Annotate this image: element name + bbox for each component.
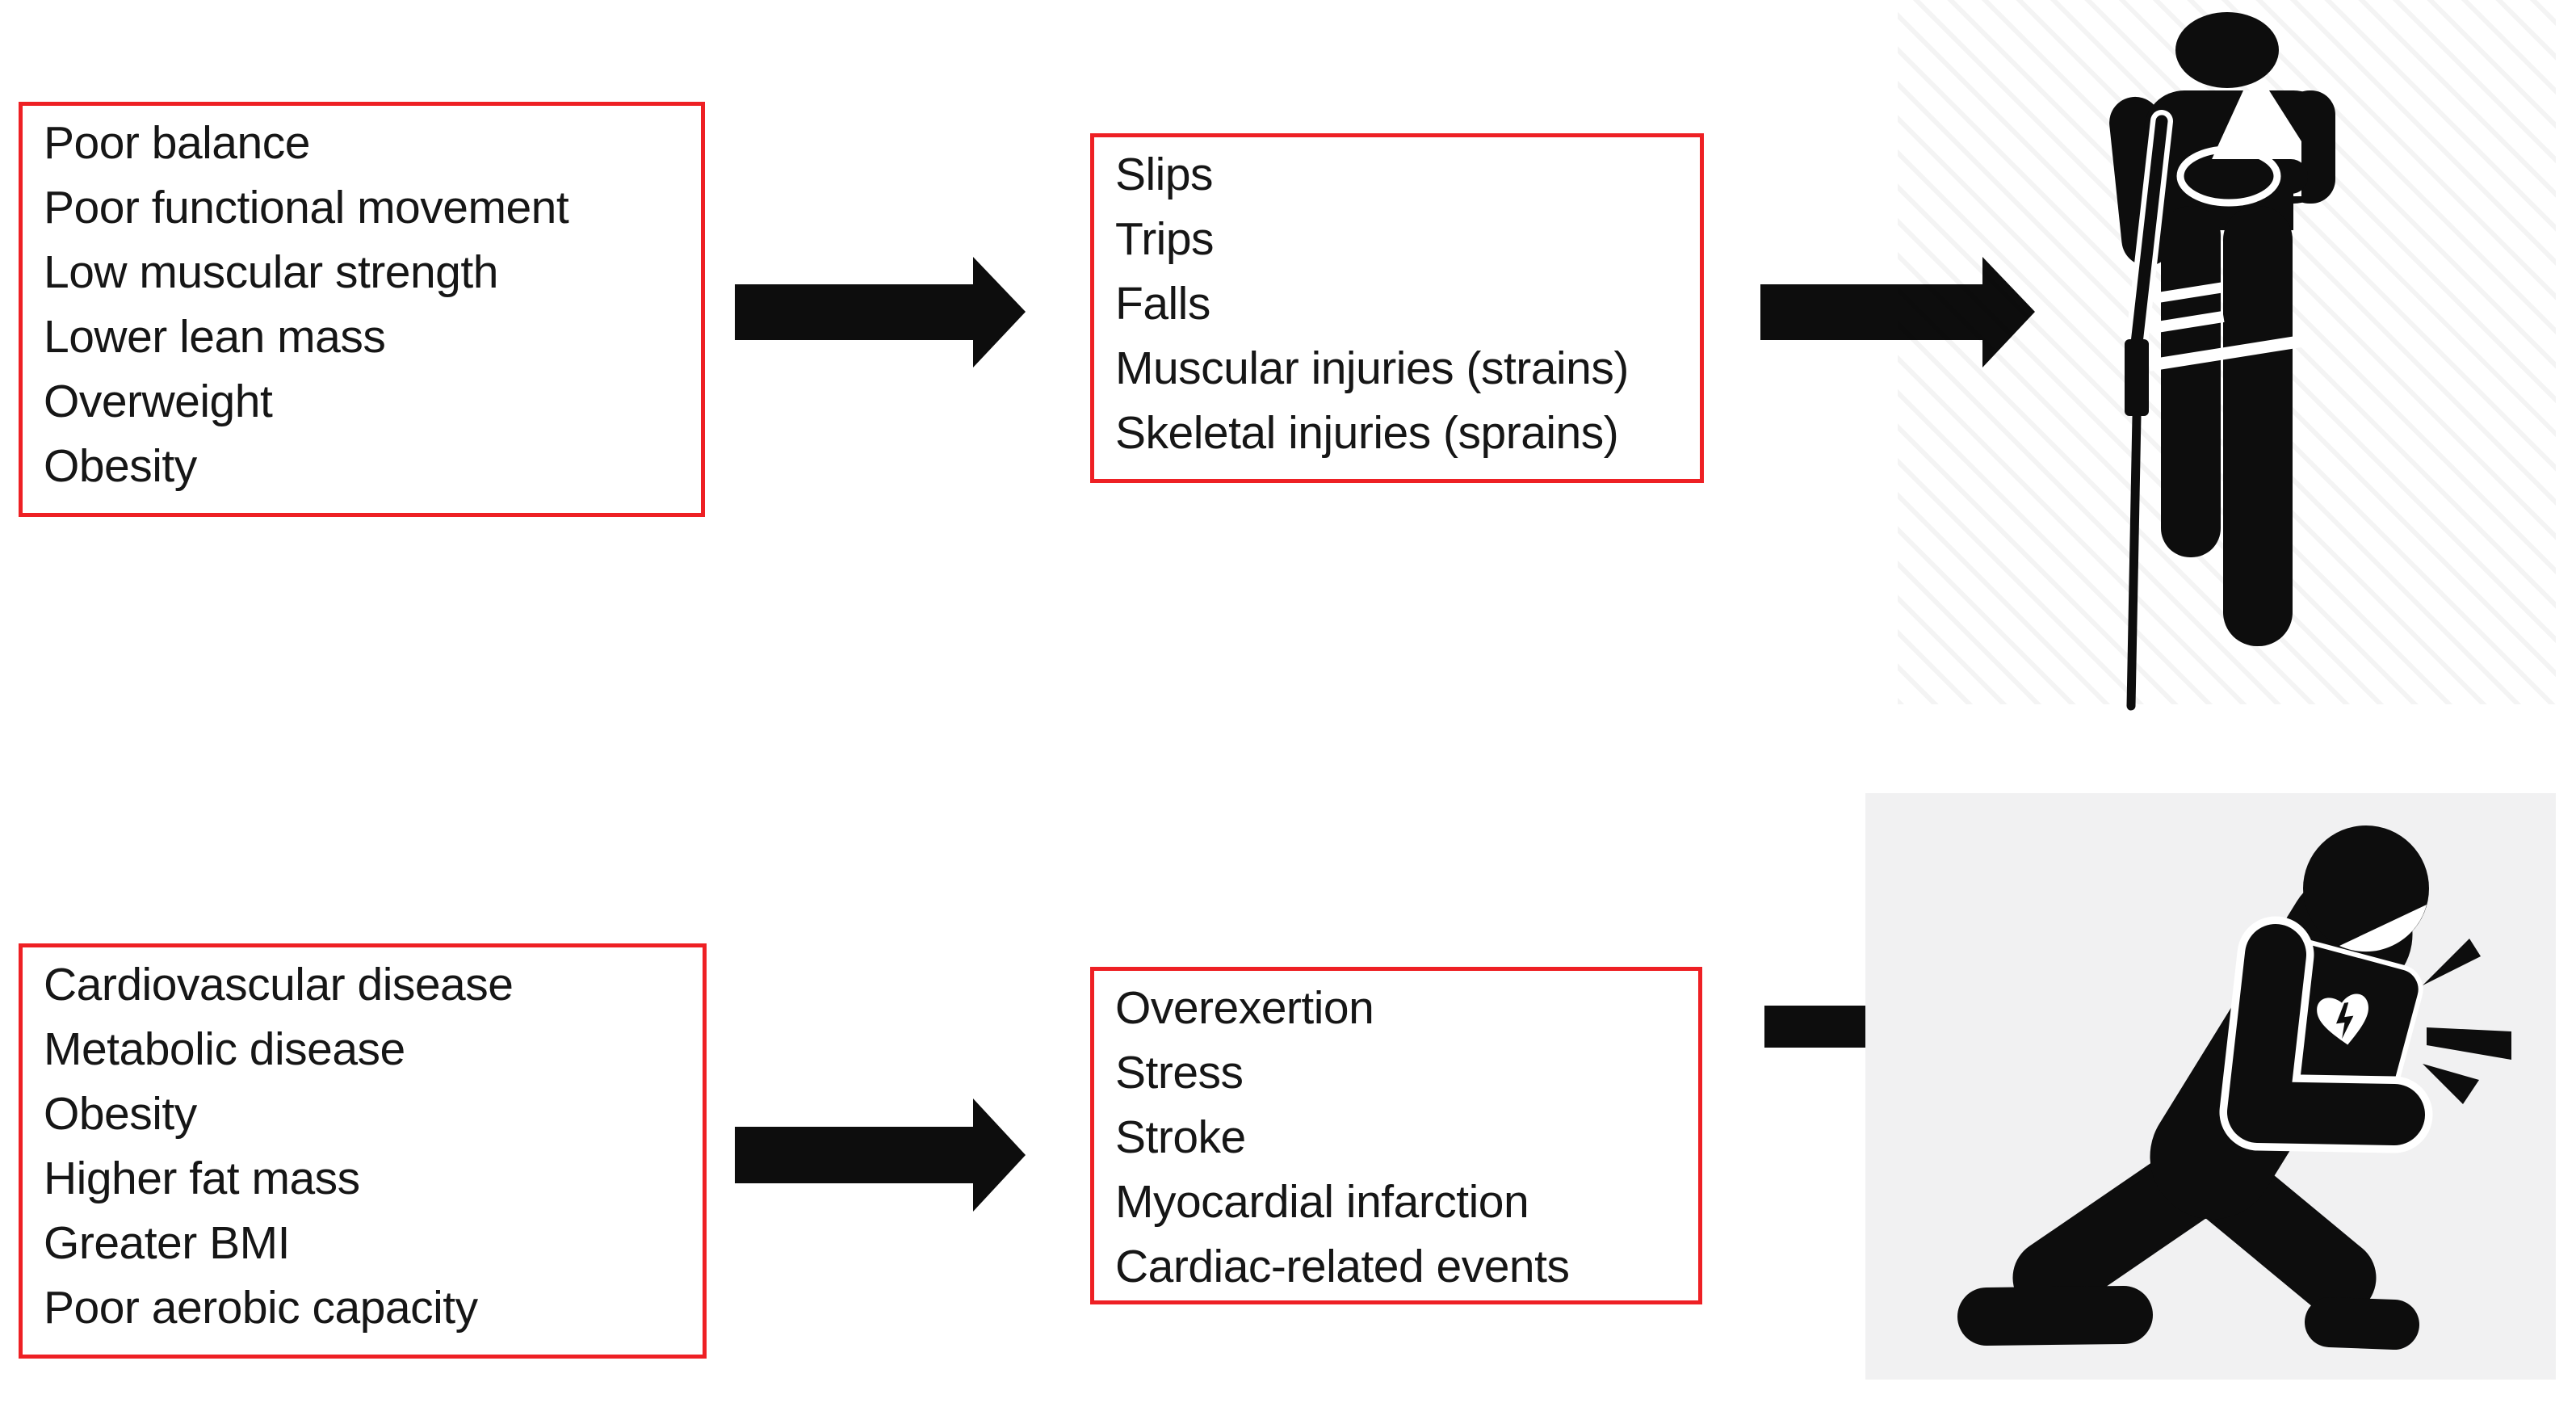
risk-factor-item: Poor aerobic capacity <box>44 1282 478 1334</box>
outcome-item: Falls <box>1115 278 1210 330</box>
outcome-item: Cardiac-related events <box>1115 1241 1570 1292</box>
open-mouth <box>2339 905 2427 952</box>
risk-factor-item: Overweight <box>44 376 273 427</box>
risk-factor-item: Cardiovascular disease <box>44 959 514 1010</box>
risk-factors-box-cardiometabolic: Cardiovascular disease Metabolic disease… <box>19 943 707 1359</box>
flow-arrow-icon <box>1760 257 2035 368</box>
outcome-item: Slips <box>1115 149 1214 200</box>
injured-person-with-crutch-icon <box>2109 12 2335 711</box>
figure-shin <box>1957 1286 2153 1346</box>
broken-heart-icon <box>2317 993 2368 1045</box>
outcome-item: Stress <box>1115 1047 1244 1098</box>
outcome-item: Skeletal injuries (sprains) <box>1115 407 1619 459</box>
risk-factor-item: Lower lean mass <box>44 311 386 363</box>
risk-factors-box-musculoskeletal: Poor balance Poor functional movement Lo… <box>19 102 705 517</box>
heart-attack-kneeling-icon <box>1957 825 2511 1350</box>
outcome-item: Overexertion <box>1115 982 1374 1034</box>
outcome-item: Muscular injuries (strains) <box>1115 342 1629 394</box>
outcome-item: Trips <box>1115 213 1215 265</box>
outcome-item: Myocardial infarction <box>1115 1176 1529 1228</box>
outcomes-box-cardiac: Overexertion Stress Stroke Myocardial in… <box>1090 967 1702 1304</box>
figure-head <box>2175 12 2279 88</box>
risk-factor-item: Higher fat mass <box>44 1153 360 1204</box>
outcomes-box-injury: Slips Trips Falls Muscular injuries (str… <box>1090 133 1704 483</box>
flow-arrow-icon <box>735 1098 1026 1212</box>
flow-arrow-icon <box>735 257 1026 368</box>
risk-factor-item: Greater BMI <box>44 1217 290 1269</box>
risk-factor-item: Low muscular strength <box>44 246 498 298</box>
pain-marks-icon <box>2423 939 2511 1104</box>
clutching-arm <box>2227 924 2425 1145</box>
bandaged-leg <box>2161 206 2221 557</box>
risk-factor-item: Poor balance <box>44 117 310 169</box>
figure-leg <box>2223 206 2293 646</box>
risk-factor-item: Obesity <box>44 1088 197 1140</box>
risk-factor-item: Poor functional movement <box>44 182 569 233</box>
outcome-item: Stroke <box>1115 1111 1246 1163</box>
risk-factor-item: Metabolic disease <box>44 1023 405 1075</box>
crutch <box>2125 110 2173 711</box>
risk-factor-item: Obesity <box>44 440 197 492</box>
